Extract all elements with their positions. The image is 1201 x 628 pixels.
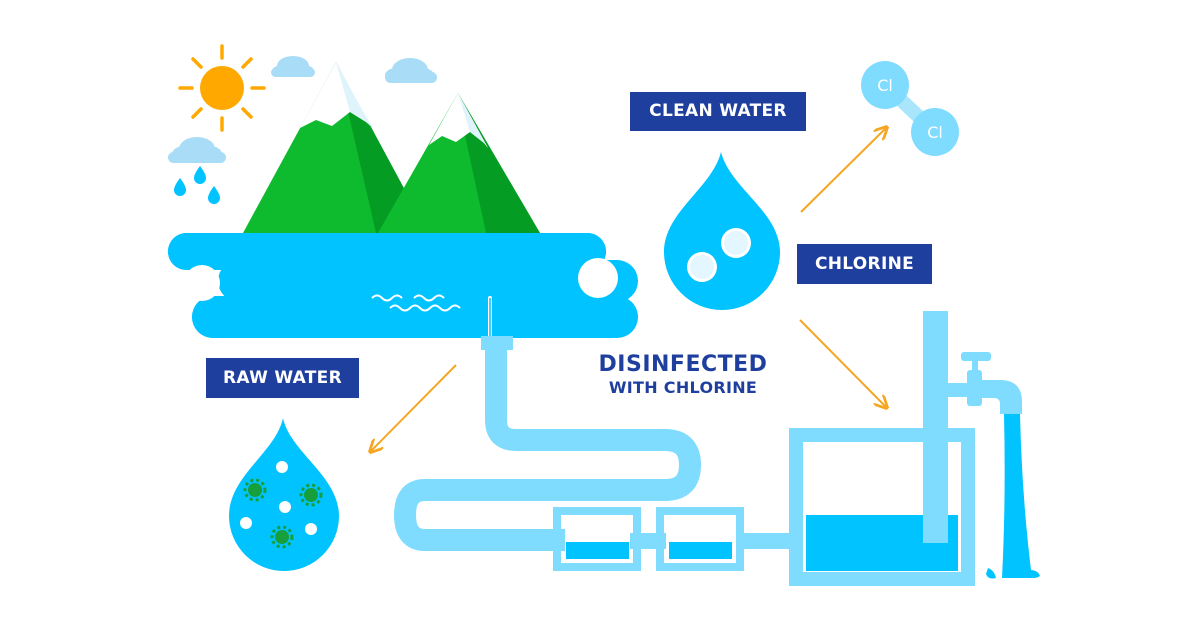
germ-icon	[270, 525, 294, 549]
water-tank-icon	[789, 311, 975, 586]
germ-icon	[243, 478, 267, 502]
title-line-2: WITH CHLORINE	[608, 378, 758, 397]
arrow-icon	[800, 128, 886, 213]
title-line-1: DISINFECTED	[598, 352, 768, 377]
clean-water-drop-icon	[664, 152, 780, 310]
pipe-icon	[393, 296, 792, 551]
atom-label: Cl	[877, 76, 893, 95]
rain-drop-icon	[174, 166, 220, 204]
atom-label: Cl	[927, 123, 943, 142]
chlorine-label: CHLORINE	[797, 244, 932, 284]
chlorine-molecule-icon: Cl Cl	[861, 61, 959, 156]
clean-water-label: CLEAN WATER	[630, 92, 806, 131]
germ-icon	[299, 483, 323, 507]
filter-tank-icon	[656, 507, 744, 571]
sun-icon	[178, 44, 266, 132]
filter-tank-icon	[553, 507, 641, 571]
lake-shape	[168, 233, 638, 338]
faucet-icon	[946, 352, 1022, 414]
mountain-icon	[243, 62, 540, 233]
arrow-icon	[371, 364, 457, 451]
raw-water-label: RAW WATER	[206, 358, 359, 398]
arrow-icon	[799, 319, 886, 407]
cloud-icon	[385, 58, 437, 83]
wave-lines	[371, 294, 461, 312]
cloud-icon	[271, 56, 315, 77]
process-title: DISINFECTED WITH CHLORINE	[578, 352, 788, 398]
water-stream	[986, 414, 1040, 579]
cloud-icon	[168, 137, 226, 163]
raw-water-drop-icon	[229, 418, 339, 571]
